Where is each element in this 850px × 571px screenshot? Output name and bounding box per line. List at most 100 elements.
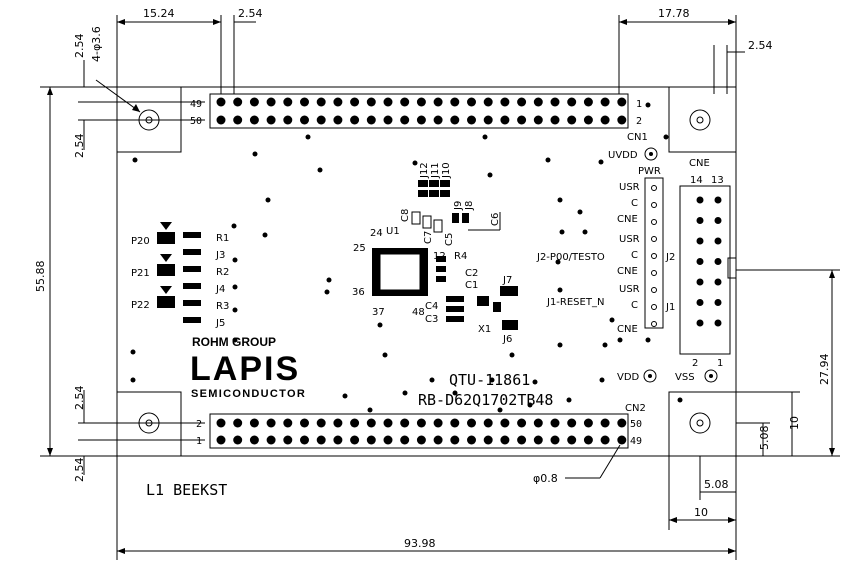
- cne-pin14: 14: [690, 175, 703, 186]
- cn1-pin1: 1: [636, 99, 642, 110]
- c-label-2: C: [631, 250, 638, 261]
- dim-9398: 93.98: [404, 537, 436, 550]
- c4-label: C4: [425, 301, 438, 312]
- board-id: QTU-11861: [449, 371, 530, 389]
- hole-label: 4-φ3.6: [90, 26, 103, 62]
- dim-254-lt1: 2.54: [73, 34, 86, 59]
- r4-label: R4: [454, 251, 467, 262]
- j7-label: J7: [502, 275, 512, 286]
- j6-label: J6: [502, 334, 512, 345]
- cne-key: [727, 257, 737, 279]
- dim-254-top: 2.54: [238, 7, 263, 20]
- mount-hole-tr: [689, 109, 711, 131]
- pwr-label: PWR: [638, 166, 661, 177]
- j1-label: J1: [665, 302, 675, 313]
- cn1-header: [209, 93, 629, 129]
- cn1-pin49: 49: [190, 99, 202, 110]
- c8-label: C8: [400, 209, 411, 222]
- j10-label: J10: [441, 162, 452, 179]
- dimension-lines: [40, 15, 840, 560]
- mount-hole-br: [689, 412, 711, 434]
- uvdd-label: UVDD: [608, 150, 638, 161]
- cn2-pin49: 49: [630, 436, 642, 447]
- j12-label: J12: [419, 162, 430, 179]
- j10-j12-jumpers: [418, 180, 450, 197]
- p20-label: P20: [131, 236, 150, 247]
- c-label-1: C: [631, 198, 638, 209]
- small-parts: [411, 211, 518, 330]
- cn2-pin50: 50: [630, 419, 642, 430]
- board-name: RB-D62Q1702TB48: [418, 391, 553, 409]
- j5-label: J5: [215, 318, 225, 329]
- cne-connector: [679, 185, 731, 355]
- p21-label: P21: [131, 268, 150, 279]
- r2-label: R2: [216, 267, 229, 278]
- cn1-pin50: 50: [190, 116, 202, 127]
- cne-pins: [696, 196, 722, 327]
- cn1-label: CN1: [627, 132, 648, 143]
- cn2-label: CN2: [625, 403, 646, 414]
- pin12-label: 12: [433, 251, 446, 262]
- c-label-3: C: [631, 300, 638, 311]
- cne-label-2: CNE: [617, 266, 638, 277]
- r3-label: R3: [216, 301, 229, 312]
- j8-label: J8: [464, 201, 475, 211]
- dim-254-lt2: 2.54: [73, 134, 86, 159]
- c6-label: C6: [490, 213, 501, 226]
- dim-10-bottom: 10: [694, 506, 708, 519]
- jumper-strip: [644, 177, 664, 329]
- cne-pin2: 2: [692, 358, 698, 369]
- c2-label: C2: [465, 268, 478, 279]
- vss-testpoint: [704, 369, 718, 383]
- dim-508-right: 5.08: [758, 426, 771, 451]
- vss-label: VSS: [675, 372, 695, 383]
- cne-pin13: 13: [711, 175, 724, 186]
- jumper-pins: [651, 185, 657, 327]
- dim-254-lb2: 2.54: [73, 458, 86, 483]
- pin37-label: 37: [372, 307, 385, 318]
- left-parts: [157, 222, 201, 323]
- vdd-testpoint: [643, 369, 657, 383]
- pin24-label: 24: [370, 228, 383, 239]
- dim-2794: 27.94: [818, 354, 831, 386]
- c5-label: C5: [444, 233, 455, 246]
- c7-label: C7: [423, 231, 434, 244]
- cn2-pins: [216, 418, 627, 445]
- dimension-arrows: [47, 19, 835, 554]
- u1-chip: [372, 248, 428, 296]
- dim-508-bottom: 5.08: [704, 478, 729, 491]
- mount-box-tr: [668, 86, 737, 153]
- uvdd-testpoint: [644, 147, 658, 161]
- dim-1778: 17.78: [658, 7, 690, 20]
- c1-label: C1: [465, 280, 478, 291]
- usr-label-1: USR: [619, 182, 640, 193]
- j2-desc: J2-P00/TESTO: [536, 252, 605, 263]
- dim-254-lb1: 2.54: [73, 386, 86, 411]
- cne-label: CNE: [689, 158, 710, 169]
- c3-label: C3: [425, 314, 438, 325]
- cn2-header: [209, 413, 629, 449]
- cn2-pin1: 1: [196, 436, 202, 447]
- semiconductor-label: SEMICONDUCTOR: [191, 388, 306, 400]
- j4-label: J4: [215, 284, 225, 295]
- p22-label: P22: [131, 300, 150, 311]
- dim-254-right: 2.54: [748, 39, 773, 52]
- cn2-pin2: 2: [196, 419, 202, 430]
- pin25-label: 25: [353, 243, 366, 254]
- u1-label: U1: [386, 226, 400, 237]
- mount-box-bl: [116, 391, 182, 457]
- j2-label: J2: [665, 252, 675, 263]
- cn1-pins: [216, 97, 627, 125]
- lapis-logo: LAPIS: [190, 350, 300, 388]
- x1-label: X1: [478, 324, 491, 335]
- mount-box-br: [668, 391, 737, 457]
- dim-1524: 15.24: [143, 7, 175, 20]
- j1-desc: J1-RESET_N: [546, 297, 604, 308]
- vias: [130, 102, 683, 413]
- via-label: φ0.8: [533, 472, 558, 485]
- l1-label: L1 BEEKST: [146, 481, 227, 499]
- usr-label-2: USR: [619, 234, 640, 245]
- cn1-pin2: 2: [636, 116, 642, 127]
- pin48-label: 48: [412, 307, 425, 318]
